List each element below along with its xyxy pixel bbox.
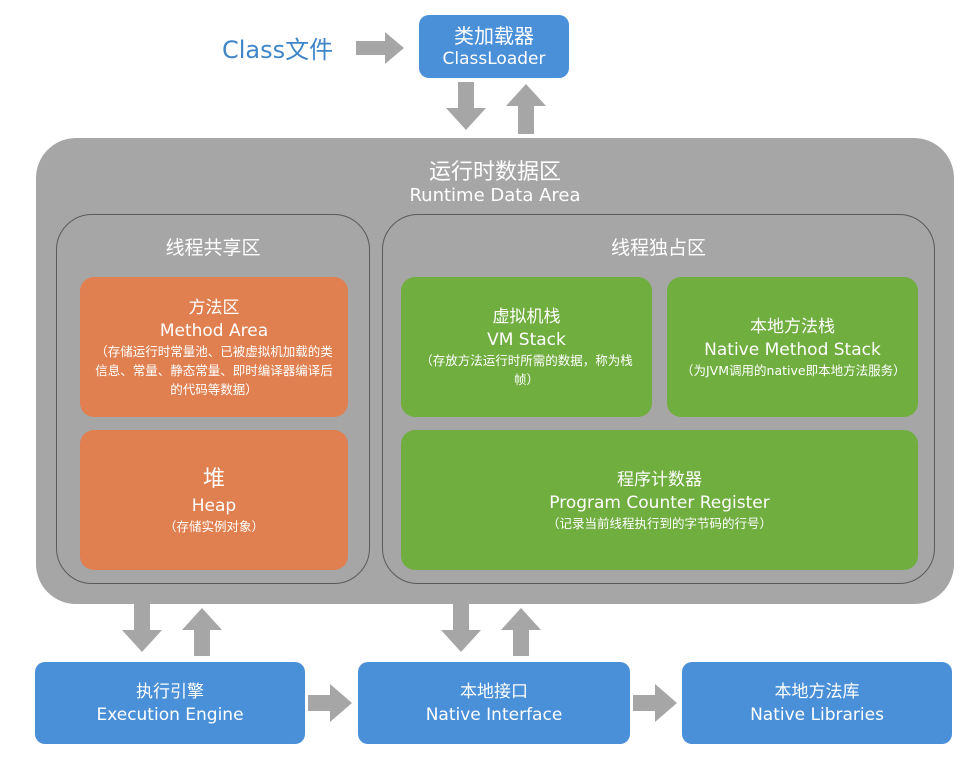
execution-engine-box: 执行引擎 Execution Engine: [35, 662, 305, 744]
vm-stack-box: 虚拟机栈 VM Stack （存放方法运行时所需的数据，称为栈帧）: [401, 277, 652, 417]
method-area-en: Method Area: [159, 320, 269, 341]
vm-stack-zh: 虚拟机栈: [492, 307, 561, 327]
method-area-desc: （存储运行时常量池、已被虚拟机加载的类信息、常量、静态常量、即时编译器编译后的代…: [95, 343, 333, 397]
native-method-stack-box: 本地方法栈 Native Method Stack （为JVM调用的native…: [667, 277, 918, 417]
arrow-up-runtime-to-loader: [506, 84, 546, 134]
arrow-down-loader-to-runtime: [446, 82, 486, 130]
heap-desc: （存储实例对象）: [163, 518, 264, 534]
heap-en: Heap: [191, 495, 237, 516]
native-method-stack-zh: 本地方法栈: [750, 316, 835, 337]
heap-box: 堆 Heap （存储实例对象）: [80, 430, 348, 570]
runtime-data-area: 运行时数据区 Runtime Data Area 线程共享区 方法区 Metho…: [36, 138, 954, 604]
arrow-up-native-interface-to-runtime: [501, 608, 541, 656]
native-method-stack-en: Native Method Stack: [704, 339, 881, 360]
program-counter-en: Program Counter Register: [549, 492, 770, 513]
vm-stack-desc: （存放方法运行时所需的数据，称为栈帧）: [420, 353, 633, 387]
runtime-title-zh: 运行时数据区: [428, 160, 561, 185]
method-area-box: 方法区 Method Area （存储运行时常量池、已被虚拟机加载的类信息、常量…: [80, 277, 348, 417]
runtime-title-en: Runtime Data Area: [409, 185, 581, 206]
thread-shared-area: 线程共享区 方法区 Method Area （存储运行时常量池、已被虚拟机加载的…: [56, 214, 370, 584]
thread-exclusive-area: 线程独占区 虚拟机栈 VM Stack （存放方法运行时所需的数据，称为栈帧） …: [382, 214, 935, 584]
native-libraries-zh: 本地方法库: [774, 682, 860, 702]
arrow-right-native-interface-to-libraries: [633, 684, 677, 722]
arrow-up-engine-to-runtime: [182, 608, 222, 656]
arrow-down-runtime-to-engine: [122, 604, 162, 652]
arrow-down-runtime-to-native-interface: [441, 604, 481, 652]
thread-shared-title: 线程共享区: [165, 237, 261, 259]
class-loader-zh: 类加载器: [454, 23, 534, 48]
execution-engine-zh: 执行引擎: [136, 682, 204, 702]
native-libraries-en: Native Libraries: [750, 705, 884, 725]
thread-exclusive-title: 线程独占区: [610, 237, 706, 259]
native-interface-en: Native Interface: [425, 705, 563, 725]
program-counter-box: 程序计数器 Program Counter Register （记录当前线程执行…: [401, 430, 918, 570]
class-loader-box: 类加载器 ClassLoader: [419, 15, 569, 78]
native-interface-zh: 本地接口: [460, 682, 528, 702]
heap-zh: 堆: [202, 466, 225, 492]
execution-engine-en: Execution Engine: [96, 705, 244, 725]
arrow-right-engine-to-native-interface: [308, 684, 352, 722]
program-counter-zh: 程序计数器: [617, 469, 702, 490]
vm-stack-en: VM Stack: [487, 330, 566, 350]
native-libraries-box: 本地方法库 Native Libraries: [682, 662, 952, 744]
method-area-zh: 方法区: [188, 297, 240, 318]
native-interface-box: 本地接口 Native Interface: [358, 662, 630, 744]
native-method-stack-desc: （为JVM调用的native即本地方法服务）: [681, 362, 906, 378]
program-counter-desc: （记录当前线程执行到的字节码的行号）: [546, 515, 772, 531]
class-file-label: Class文件: [222, 36, 334, 64]
class-loader-en: ClassLoader: [442, 48, 546, 69]
arrow-right-class-to-loader: [356, 32, 404, 64]
